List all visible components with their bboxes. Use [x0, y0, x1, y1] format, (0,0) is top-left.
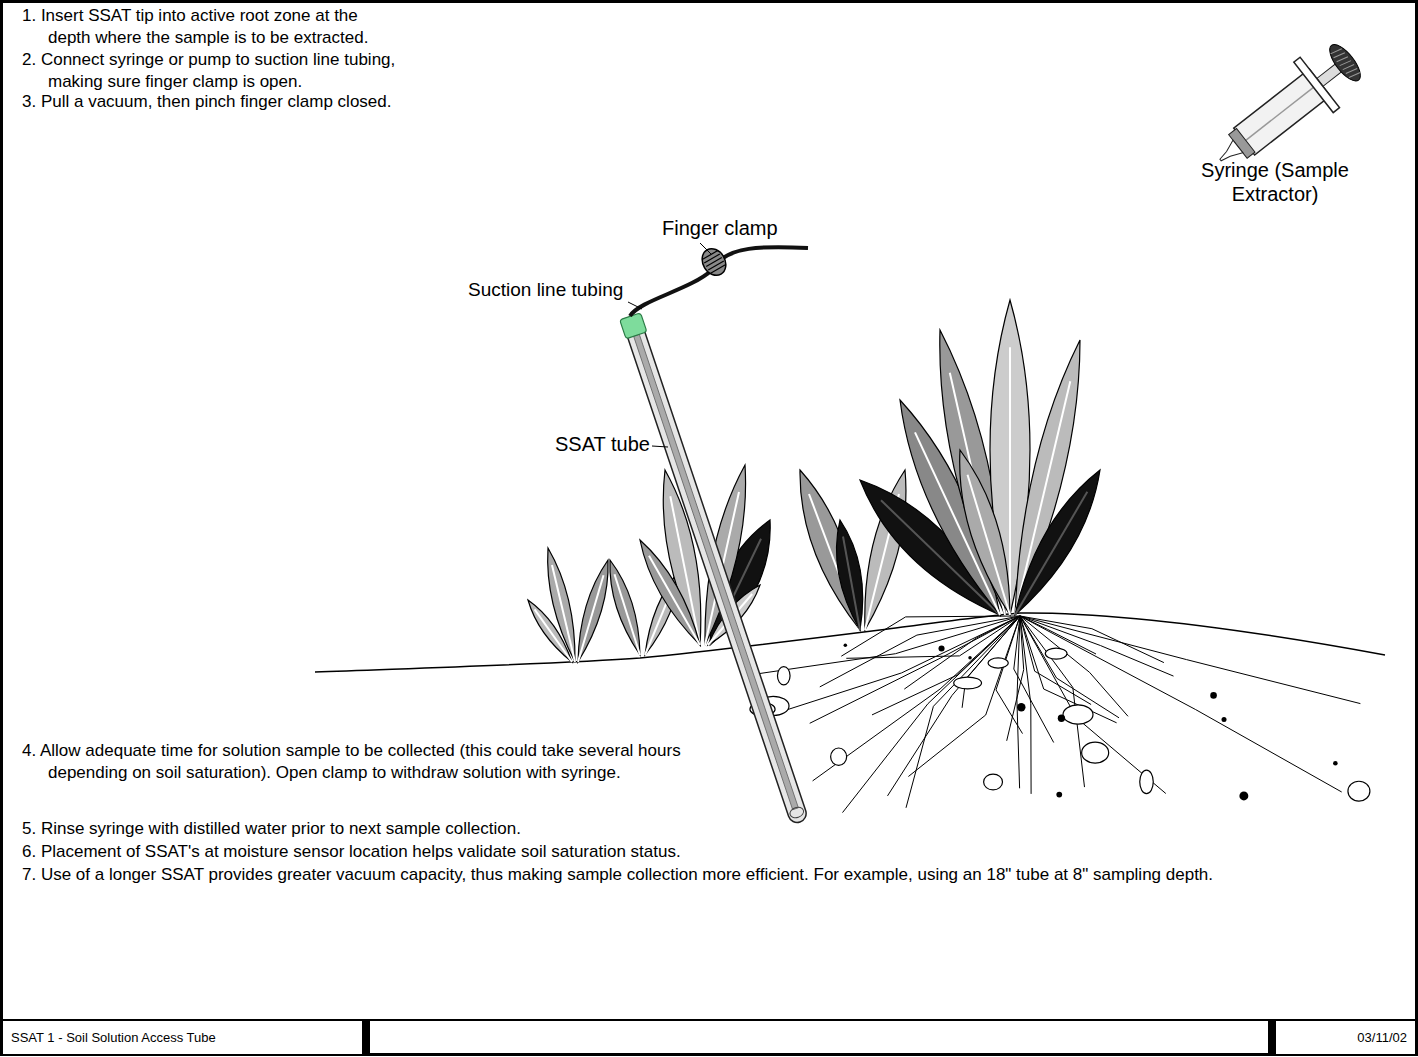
instruction-step: 1. Insert SSAT tip into active root zone… — [22, 5, 398, 49]
title-cell: SSAT 1 - Soil Solution Access Tube — [3, 1021, 362, 1054]
finger-clamp — [697, 244, 730, 279]
roots — [746, 616, 1360, 813]
part-label: SSAT tube — [555, 432, 665, 456]
footer-text: SSAT 1 - Soil Solution Access Tube — [11, 1030, 216, 1045]
tube-cap — [620, 313, 647, 339]
leader-line — [652, 446, 668, 447]
instruction-step: 2. Connect syringe or pump to suction li… — [22, 49, 403, 93]
instruction-step: 6. Placement of SSAT's at moisture senso… — [22, 841, 1048, 863]
part-label: Finger clamp — [662, 216, 822, 240]
footer-divider — [362, 1020, 370, 1056]
instruction-step: 5. Rinse syringe with distilled water pr… — [22, 818, 948, 840]
footer-text: 03/11/02 — [1357, 1030, 1407, 1045]
date-cell: 03/11/02 — [1276, 1021, 1415, 1054]
plants — [528, 300, 1100, 662]
leader-line — [700, 243, 711, 254]
footer-divider — [1268, 1020, 1276, 1056]
instruction-step: 7. Use of a longer SSAT provides greater… — [22, 864, 1388, 886]
instruction-step: 4. Allow adequate time for solution samp… — [22, 740, 753, 784]
leader-line — [628, 302, 642, 309]
instruction-step: 3. Pull a vacuum, then pinch finger clam… — [22, 91, 648, 113]
soil — [315, 613, 1385, 813]
part-label: Syringe (Sample Extractor) — [1190, 158, 1360, 206]
part-label: Suction line tubing — [468, 278, 668, 302]
